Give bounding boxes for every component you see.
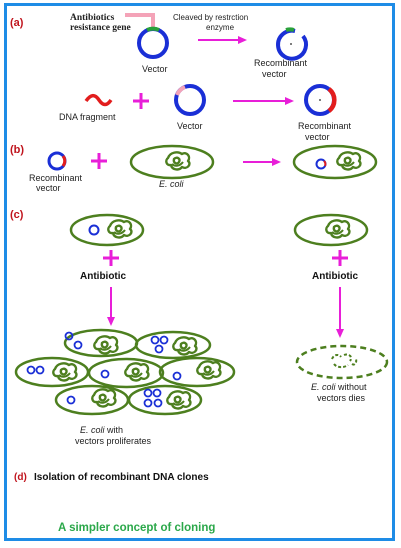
plasmid-insert (323, 160, 327, 167)
antibiotic-gene-label-line1: Antibiotics (70, 13, 115, 23)
figure-caption: A simpler concept of cloning (58, 522, 215, 534)
dna-fragment-label: DNA fragment (59, 112, 116, 122)
resistance-gene-segment (146, 26, 160, 32)
vector-plasmid-2 (174, 84, 206, 116)
ecoli-label: E. coli (159, 179, 185, 189)
panel-label-c: (c) (10, 209, 24, 221)
proliferates-label-line2: vectors proliferates (75, 436, 152, 446)
cleaved-vector (276, 28, 309, 61)
proliferating-colony (14, 328, 236, 416)
dies-label-line2: vectors dies (317, 393, 366, 403)
arrow-dies-head (336, 329, 344, 338)
nucleoid (336, 151, 362, 171)
dying-cell (295, 344, 389, 380)
diagram-frame: (a) Antibiotics resistance gene Vector C… (4, 3, 395, 541)
cloning-diagram: (a) Antibiotics resistance gene Vector C… (10, 13, 389, 534)
fragmented-nucleoid (331, 353, 358, 369)
panel-d-title: Isolation of recombinant DNA clones (34, 472, 209, 483)
dies-label-line1: E. coli without (311, 382, 367, 392)
plus-sign-c-right (332, 250, 348, 266)
ecoli-cell-with-vector (69, 213, 145, 247)
recombinant-label-1-line2: vector (262, 69, 287, 79)
dot (290, 43, 292, 45)
arrow-transform-head (272, 158, 281, 166)
arrow-ligate-head (285, 97, 294, 105)
insert-segment-b (61, 155, 67, 167)
gene-pointer (125, 13, 155, 30)
vector-label-1: Vector (142, 64, 168, 74)
nucleoid (107, 219, 133, 239)
ecoli-cell-b (129, 144, 215, 180)
dna-fragment (84, 93, 113, 107)
arrow-cleave-head (238, 36, 247, 44)
cleaved-label-line2: enzyme (206, 23, 235, 32)
recombinant-label-2-line2: vector (305, 132, 330, 142)
plus-sign-a (133, 93, 149, 109)
insert-segment (327, 87, 337, 113)
arrow-proliferate-head (107, 317, 115, 326)
recombinant-label-2-line1: Recombinant (298, 121, 352, 131)
panel-label-a: (a) (10, 17, 24, 29)
ecoli-cell-without-vector (293, 213, 369, 247)
vector-plasmid-1 (137, 27, 169, 59)
panel-label-d: (d) (14, 472, 27, 483)
cleaved-label-line1: Cleaved by restrction (173, 13, 248, 22)
transformed-cell (292, 144, 378, 180)
nucleoid (325, 219, 351, 239)
proliferates-label-line1: E. coli with (80, 425, 123, 435)
antibiotic-gene-label-line2: resistance gene (70, 23, 131, 33)
plus-sign-c-left (103, 250, 119, 266)
dot (319, 99, 321, 101)
antibiotic-left: Antibiotic (80, 271, 127, 282)
plasmid-in-cell (88, 224, 100, 236)
panel-label-b: (b) (10, 144, 24, 156)
vector-2-gene-segment (175, 85, 186, 96)
plus-sign-b (91, 153, 107, 169)
recombinant-b-line1: Recombinant (29, 173, 83, 183)
recombinant-vector-b (47, 151, 67, 171)
cleaved-gene-segment (285, 27, 295, 32)
antibiotic-right: Antibiotic (312, 271, 359, 282)
nucleoid (165, 151, 191, 171)
recombinant-label-1-line1: Recombinant (254, 58, 308, 68)
vector-label-2: Vector (177, 121, 203, 131)
recombinant-b-line2: vector (36, 183, 61, 193)
